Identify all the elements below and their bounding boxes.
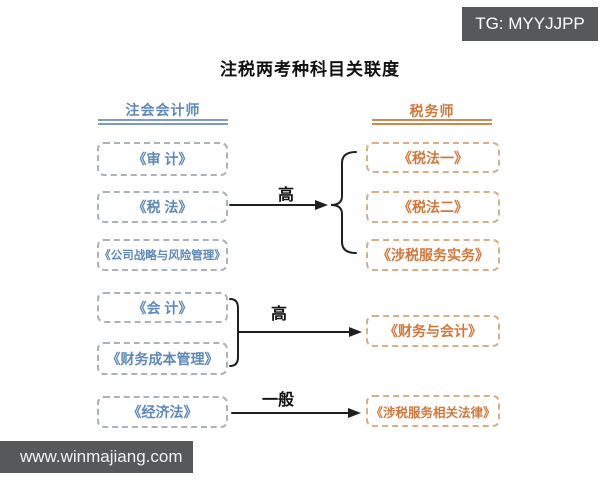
left-column-header: 注会会计师 (125, 102, 201, 118)
subject-box-financial-cost: 《财务成本管理》 (97, 342, 228, 375)
subject-box-finance-accounting: 《财务与会计》 (366, 315, 500, 347)
watermark-text: www.winmajiang.com (20, 447, 183, 466)
relation-label-high-2: 高 (270, 306, 287, 323)
subject-box-tax-law: 《税 法》 (97, 191, 228, 223)
arrow-tax-law-head (315, 200, 328, 210)
subject-box-strategy-risk: 《公司战略与风险管理》 (97, 239, 228, 271)
subject-box-tax-practice: 《涉税服务实务》 (366, 239, 500, 271)
subject-box-tax-law-2: 《税法二》 (366, 191, 500, 223)
arrow-accounting-head (349, 327, 362, 337)
left-header-underline (98, 119, 228, 125)
subject-box-audit: 《审 计》 (97, 142, 228, 176)
watermark-bar: www.winmajiang.com (0, 441, 193, 473)
relation-label-high-1: 高 (277, 187, 294, 204)
tg-badge: TG: MYYJJPP (462, 7, 598, 41)
subject-box-tax-related-law: 《涉税服务相关法律》 (366, 395, 500, 427)
brace-right-group (330, 151, 357, 254)
page-title: 注税两考种科目关联度 (220, 60, 400, 79)
subject-box-accounting: 《会 计》 (97, 292, 228, 323)
right-header-underline (372, 119, 492, 125)
subject-box-tax-law-1: 《税法一》 (366, 142, 500, 173)
subject-box-economic-law: 《经济法》 (97, 396, 228, 428)
arrow-economic-law-head (348, 408, 361, 418)
right-column-header: 税务师 (409, 103, 455, 119)
relation-label-general: 一般 (261, 392, 294, 409)
bracket-left-group (229, 298, 239, 367)
